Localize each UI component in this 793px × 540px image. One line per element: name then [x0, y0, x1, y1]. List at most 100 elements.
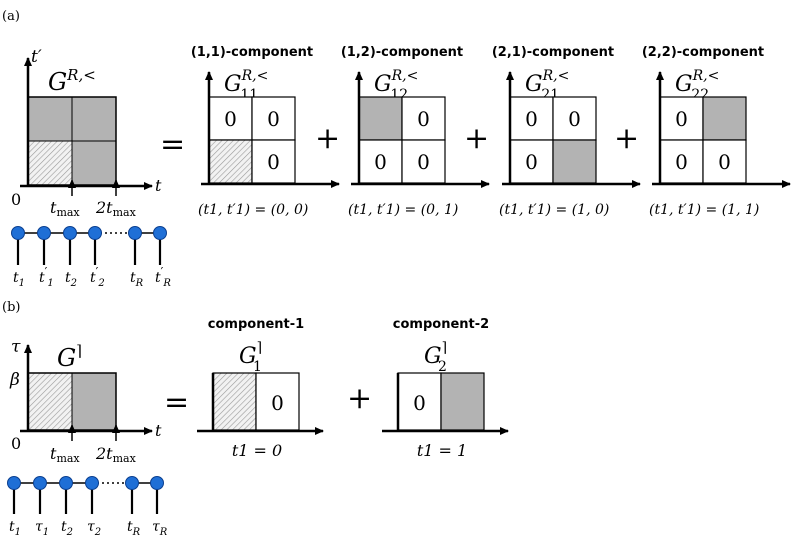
chain-bead — [37, 226, 51, 240]
component-a-cell-value: 0 — [718, 150, 731, 174]
component-b-header: component-1 — [208, 317, 304, 332]
component-b-cell — [440, 372, 485, 431]
component-b-header: component-2 — [393, 317, 489, 332]
lhs-a-cell-bl — [28, 141, 72, 185]
component-a-caption: (t1, t′1) = (0, 1) — [348, 202, 458, 218]
component-a-cell-value: 0 — [374, 150, 387, 174]
component-b-cell — [212, 372, 257, 431]
lhs-a-tick2-label: 2tmax — [95, 198, 137, 219]
lhs-a-cell-tr — [72, 97, 116, 141]
component-a-cell-value: 0 — [267, 150, 280, 174]
component-a-cell-value: 0 — [675, 107, 688, 131]
component-a-cell — [401, 139, 446, 184]
component-a-header: (1,2)-component — [341, 45, 463, 60]
lhs-b-tick2-label: 2tmax — [95, 444, 137, 465]
component-a-cell — [401, 96, 446, 141]
component-a-cell — [358, 96, 403, 141]
component-a-cell-value: 0 — [525, 107, 538, 131]
chain-bead — [7, 476, 21, 490]
component-a-caption: (t1, t′1) = (0, 0) — [198, 202, 308, 218]
chain-bead — [11, 226, 25, 240]
chain-label: τ1 — [35, 519, 49, 538]
component-a-cell — [552, 96, 597, 141]
chain-label: t1 — [13, 270, 25, 289]
panel-b-components: component-1G⌉1 0 t1 = 0 component-2G⌉2 0 t1 =… — [197, 317, 509, 460]
chain-bead — [125, 476, 139, 490]
component-b-caption: t1 = 0 — [232, 441, 282, 460]
chain-label: t2 — [65, 270, 77, 289]
component-a-cell-value: 0 — [417, 150, 430, 174]
chain-label: tR — [127, 519, 141, 538]
lhs-b-cell-right — [72, 373, 116, 430]
chain-bead — [88, 226, 102, 240]
panel-a-plus-1: + — [315, 121, 340, 156]
component-a-header: (2,1)-component — [492, 45, 614, 60]
chain-label: τR — [152, 519, 168, 538]
chain-bead — [85, 476, 99, 490]
component-a-cell — [208, 139, 253, 184]
component-a-cell — [251, 139, 296, 184]
chain-label: t′2 — [90, 265, 105, 289]
component-b-2: component-2G⌉2 0 t1 = 1 — [382, 317, 509, 460]
component-a-cell-value: 0 — [224, 107, 237, 131]
chain-bead — [59, 476, 73, 490]
component-b-symbol: G⌉1 — [239, 340, 262, 375]
component-b-1: component-1G⌉1 0 t1 = 0 — [197, 317, 324, 460]
component-b-cell — [255, 372, 300, 431]
component-a-cell — [659, 139, 704, 184]
component-a-header: (2,2)-component — [642, 45, 764, 60]
panel-a-equals: = — [160, 127, 185, 162]
component-b-cell-value: 0 — [271, 391, 284, 415]
chain-label: tR — [130, 270, 144, 289]
component-b-cell-value: 0 — [413, 391, 426, 415]
lhs-a-cell-br — [72, 141, 116, 185]
component-a-caption: (t1, t′1) = (1, 1) — [649, 202, 759, 218]
component-a-cell — [552, 139, 597, 184]
component-a-symbol: GR,<22 — [675, 68, 719, 103]
lhs-a-cell-tl — [28, 97, 72, 141]
panel-a-plus-3: + — [614, 121, 639, 156]
lhs-b-origin: 0 — [11, 434, 21, 453]
lhs-a-tick1-label: tmax — [50, 198, 80, 219]
lhs-b-beta-label: β — [9, 370, 20, 390]
lhs-b-axis-y-label: τ — [11, 337, 21, 357]
chain-bead — [63, 226, 77, 240]
lhs-b-symbol: G⌉ — [57, 342, 82, 372]
chain-bead — [128, 226, 142, 240]
component-b-symbol: G⌉2 — [424, 340, 447, 375]
panel-b-plus: + — [347, 381, 372, 416]
chain-label: t′R — [155, 265, 171, 289]
lhs-a-origin: 0 — [11, 190, 21, 209]
lhs-a-symbol: GR,< — [48, 66, 96, 96]
component-a-cell-value: 0 — [525, 150, 538, 174]
chain-bead — [33, 476, 47, 490]
lhs-b-axis-x-label: t — [155, 421, 162, 440]
chain-bead — [150, 476, 164, 490]
panel-b-lhs: τ β t 0 G⌉ tmax 2tmax — [9, 337, 162, 465]
component-b-caption: t1 = 1 — [417, 441, 467, 460]
panel-a-plus-2: + — [464, 121, 489, 156]
lhs-b-tick1-label: tmax — [50, 444, 80, 465]
chain-bead — [153, 226, 167, 240]
panel-a-lhs: t′ t 0 GR,< tmax 2tmax — [11, 47, 162, 219]
component-a-cell-value: 0 — [675, 150, 688, 174]
component-a-cell-value: 0 — [417, 107, 430, 131]
component-a-cell — [702, 96, 747, 141]
component-a-header: (1,1)-component — [191, 45, 313, 60]
panel-b-label: (b) — [2, 300, 20, 315]
component-a-cell-value: 0 — [568, 107, 581, 131]
panel-a-label: (a) — [2, 9, 20, 24]
lhs-a-axis-x-label: t — [155, 176, 162, 195]
lhs-a-axis-y-label: t′ — [31, 47, 42, 67]
panel-b-equals: = — [164, 385, 189, 420]
